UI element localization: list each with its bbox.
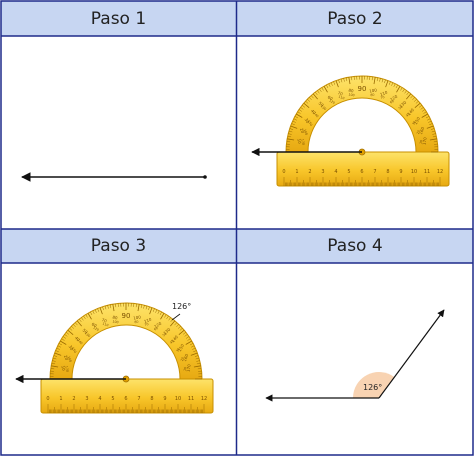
ray-line-angled xyxy=(378,309,445,399)
panel-4-title: Paso 4 xyxy=(327,236,382,256)
panel-3: Paso 3 126° xyxy=(1,229,236,414)
panel-3-title: Paso 3 xyxy=(91,236,146,256)
angle-marker-line xyxy=(171,313,181,321)
panel-4-header xyxy=(237,229,473,263)
angle-label: 126° xyxy=(363,383,382,392)
angle-wedge xyxy=(353,372,395,398)
panel-1-title: Paso 1 xyxy=(91,9,146,29)
angle-label: 126° xyxy=(172,302,191,311)
ray-vertex xyxy=(203,175,207,179)
protractor xyxy=(276,75,450,187)
panel-2-header xyxy=(237,1,473,36)
panel-2: Paso 2 xyxy=(237,1,473,187)
panel-3-header xyxy=(1,229,236,263)
protractor xyxy=(40,302,214,414)
panel-1-header xyxy=(1,1,236,36)
panel-4: Paso 4 126° xyxy=(237,229,473,402)
panel-2-title: Paso 2 xyxy=(327,9,382,29)
panel-1: Paso 1 xyxy=(1,1,236,182)
